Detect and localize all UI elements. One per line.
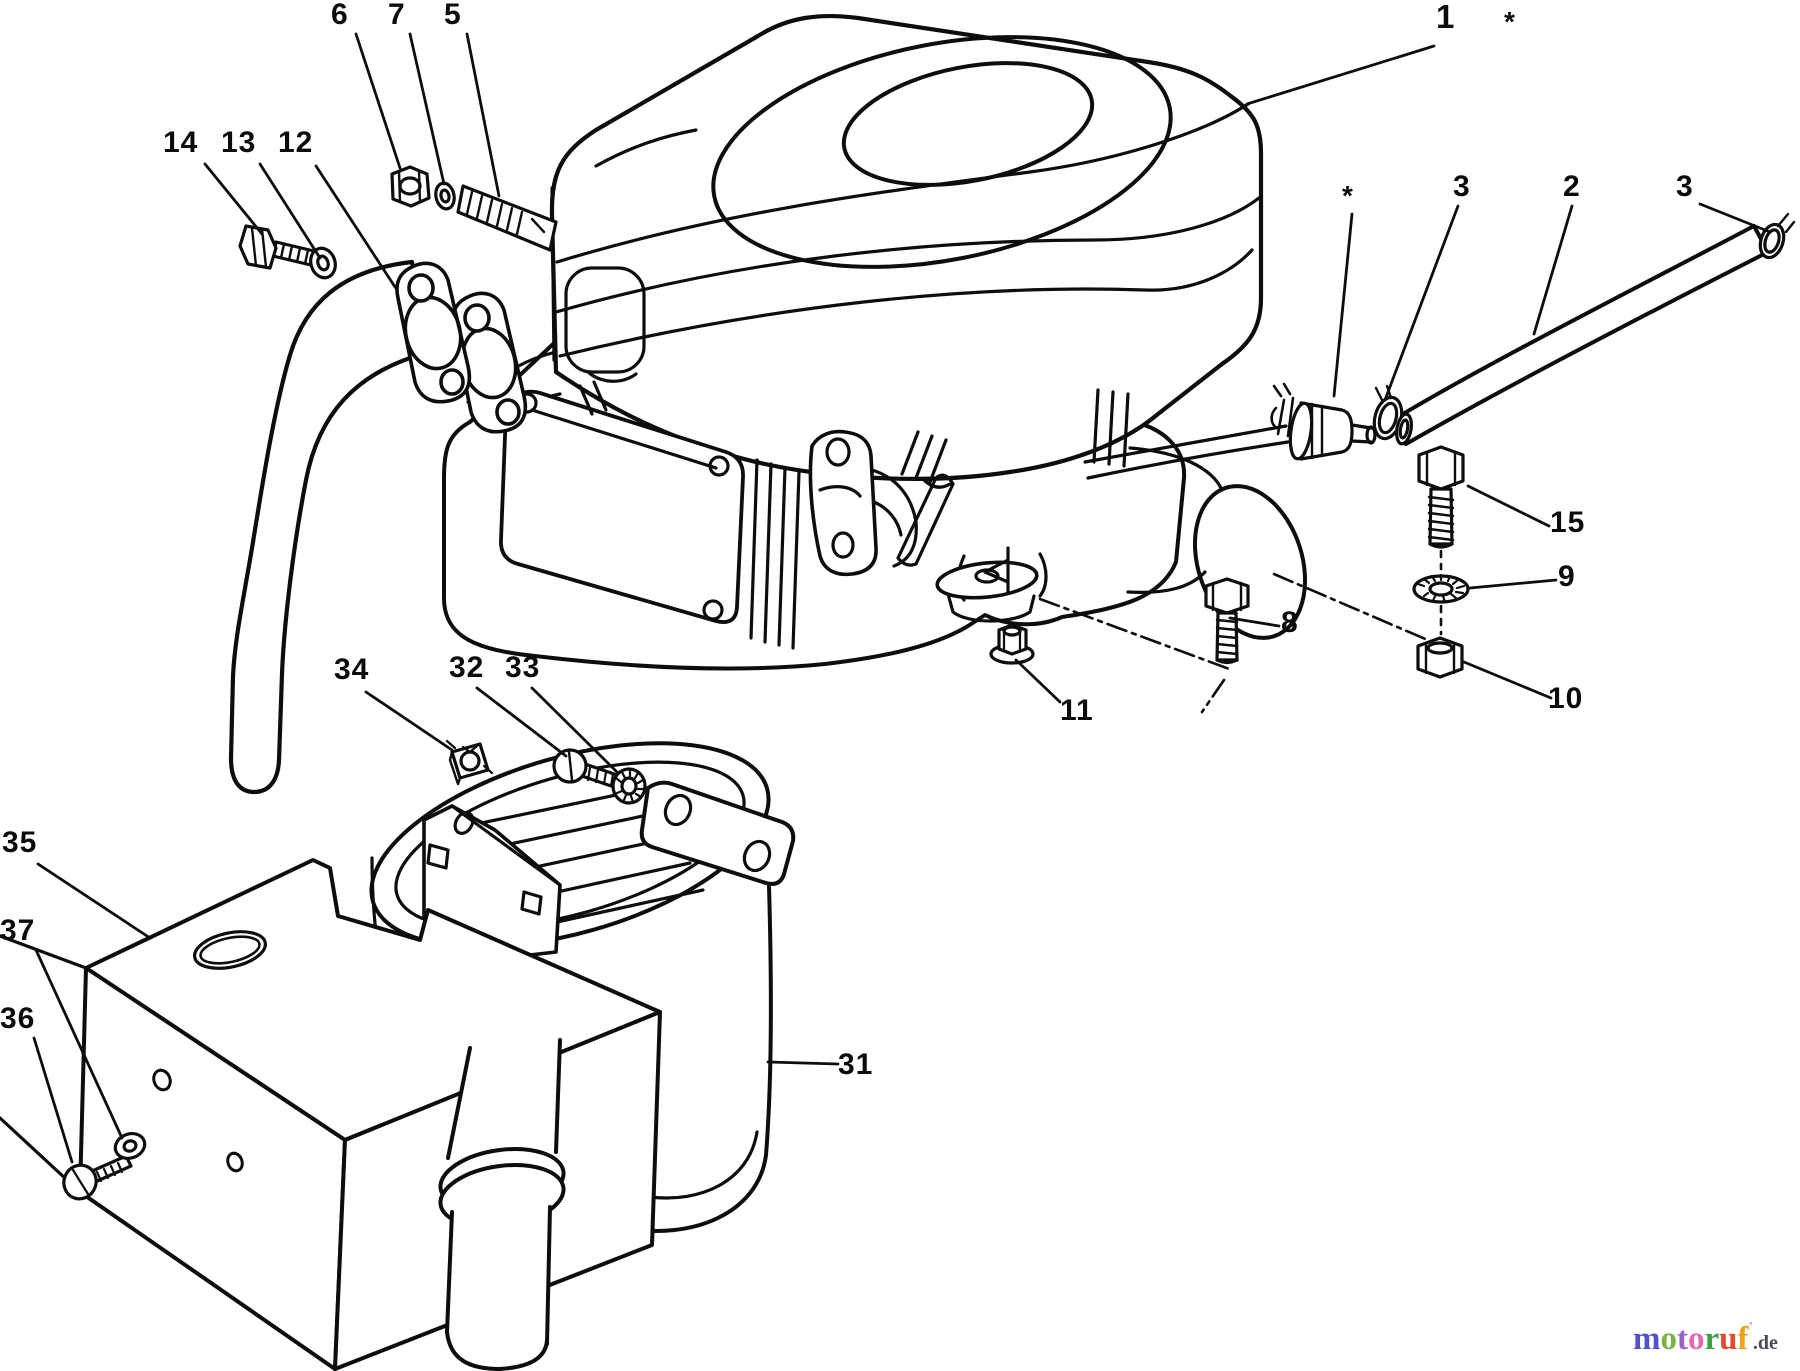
part-label-3-left: 3 <box>1453 170 1471 203</box>
part-label-3-right: 3 <box>1676 170 1694 203</box>
starter-slot <box>564 266 646 374</box>
fuel-line <box>1083 424 1290 480</box>
mounting-foot <box>935 546 1048 623</box>
logo-letter: r <box>1704 1321 1720 1357</box>
part-label-2: 2 <box>1563 170 1581 203</box>
ignition-cover <box>499 389 745 624</box>
part-label-1: 1 <box>1436 0 1456 35</box>
part-label-13: 13 <box>221 126 257 159</box>
part-label-15: 15 <box>1550 506 1586 539</box>
part-label-32: 32 <box>449 651 485 684</box>
nut-6 <box>390 165 431 208</box>
part-label-31: 31 <box>838 1048 874 1081</box>
exhaust-elbow-pipe <box>228 259 433 795</box>
part-label-34: 34 <box>334 653 370 686</box>
bolt-14 <box>238 224 320 270</box>
bolt-8 <box>1204 577 1250 665</box>
part-label-33: 33 <box>505 651 541 684</box>
hose-clamp-left <box>1372 384 1404 441</box>
exhaust-flange <box>808 429 878 577</box>
washer-33 <box>611 767 647 805</box>
bolt-36 <box>62 1154 133 1201</box>
part-label-12: 12 <box>278 126 314 159</box>
motoruf-logo: motoruf˚.de <box>1633 1320 1778 1356</box>
part-label-14: 14 <box>163 126 199 159</box>
bolt-15 <box>1417 445 1465 549</box>
bolt-32 <box>552 748 622 790</box>
blower-housing <box>549 13 1264 481</box>
part-label-10: 10 <box>1548 682 1584 715</box>
washer-9 <box>1412 573 1470 604</box>
stud-5 <box>456 184 558 252</box>
outlet-pipe <box>438 1038 566 1371</box>
part-label-11: 11 <box>1060 694 1094 727</box>
logo-suffix: .de <box>1752 1332 1778 1354</box>
clip-nut-34 <box>445 739 494 786</box>
logo-letter: t <box>1677 1321 1688 1357</box>
flange-nut-11 <box>989 623 1035 665</box>
washer-7 <box>434 181 456 211</box>
part-label-6: 6 <box>331 0 349 31</box>
nut-10 <box>1416 636 1464 679</box>
logo-letter: u <box>1719 1321 1738 1357</box>
center-lines <box>1038 572 1432 714</box>
logo-mark: ˚ <box>1748 1319 1753 1334</box>
cylinder-fins <box>749 458 801 650</box>
part-label-filter-asterisk: * <box>1342 180 1354 211</box>
logo-letter: m <box>1633 1321 1661 1357</box>
spring-clamp <box>1270 382 1295 438</box>
part-label-8: 8 <box>1281 606 1299 639</box>
exhaust-gaskets <box>395 261 528 434</box>
logo-letter: o <box>1688 1321 1705 1357</box>
part-label-1-asterisk: * <box>1504 6 1516 37</box>
logo-letter: o <box>1660 1321 1678 1357</box>
part-label-35: 35 <box>2 826 38 859</box>
washer-37 <box>113 1132 147 1160</box>
part-label-9: 9 <box>1558 560 1576 593</box>
fuel-hose <box>1395 224 1770 446</box>
part-label-36: 36 <box>0 1002 36 1035</box>
engine-details <box>466 350 1308 650</box>
hose-clamp-right <box>1758 212 1796 260</box>
part-label-5: 5 <box>444 0 462 31</box>
part-label-37: 37 <box>0 914 36 947</box>
dipstick-tube <box>896 473 955 567</box>
part-label-7: 7 <box>388 0 406 31</box>
leader-lines <box>32 32 1772 1164</box>
fuel-filter <box>1288 401 1377 461</box>
logo-letter: f <box>1737 1321 1749 1357</box>
